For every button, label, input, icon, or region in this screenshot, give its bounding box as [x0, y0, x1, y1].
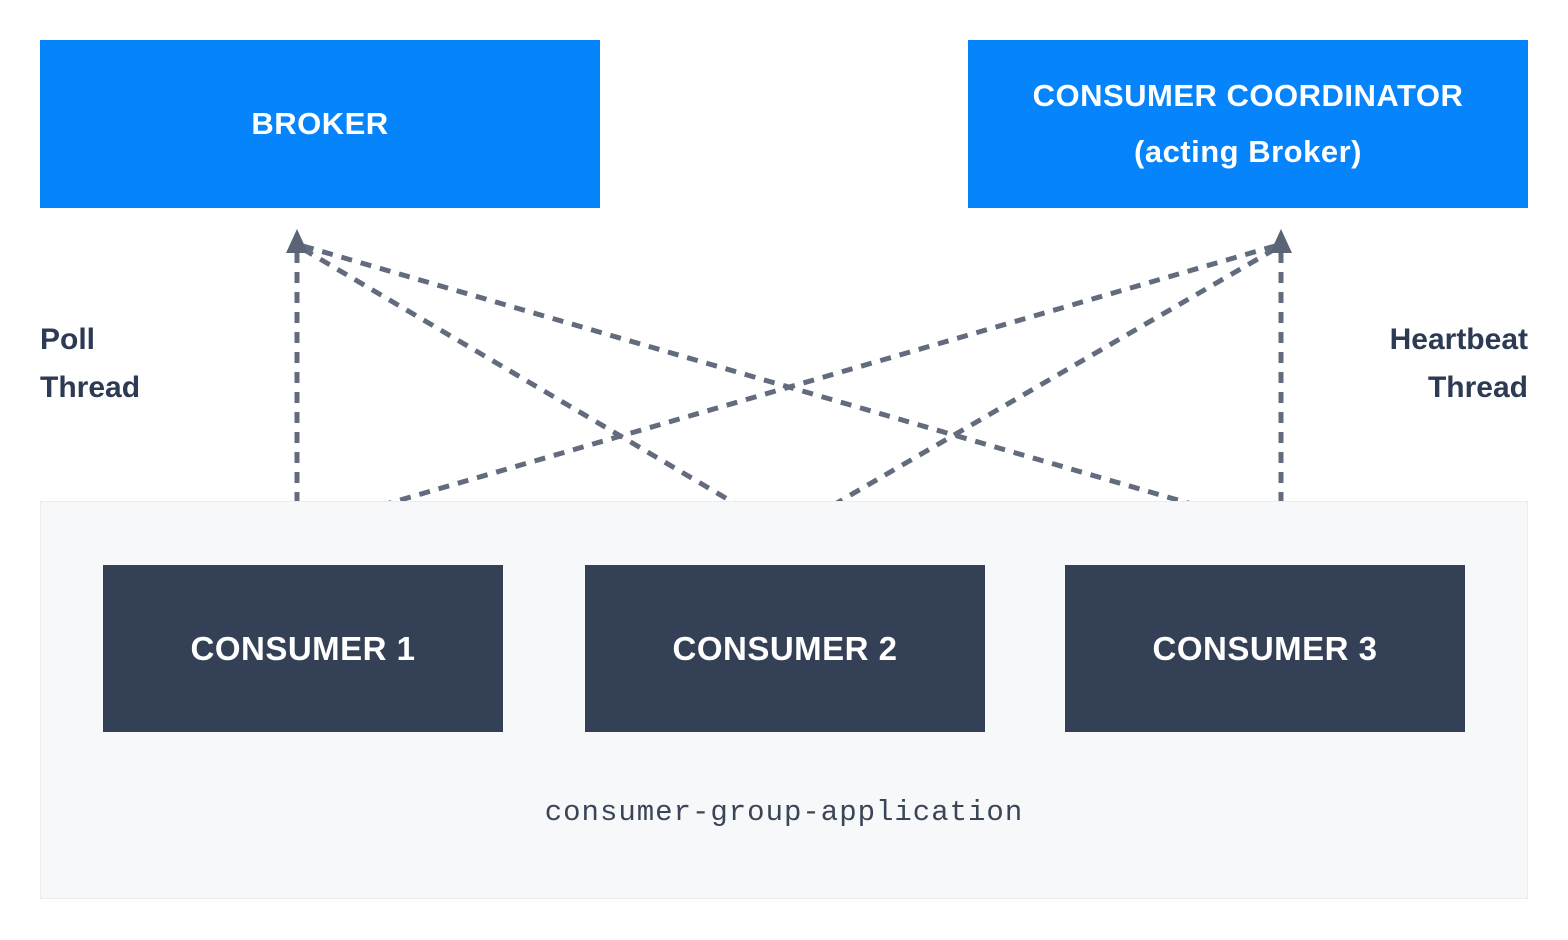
group-caption: consumer-group-application	[544, 796, 1024, 829]
heartbeat-thread-label-line1: Heartbeat	[1389, 323, 1528, 356]
heartbeat-line-consumer1	[296, 243, 1276, 533]
heartbeat-thread-label: Heartbeat Thread	[1390, 316, 1528, 412]
broker-box: BROKER	[40, 40, 600, 208]
coordinator-box: CONSUMER COORDINATOR (acting Broker)	[968, 40, 1528, 208]
consumer-1-label: CONSUMER 1	[190, 629, 416, 667]
heartbeat-thread-label-line2: Thread	[1427, 371, 1528, 404]
poll-thread-label-line2: Thread	[40, 371, 141, 404]
consumer-2-label: CONSUMER 2	[672, 629, 898, 667]
coordinator-label-line2: (acting Broker)	[1134, 134, 1362, 169]
broker-label: BROKER	[251, 106, 389, 141]
consumer-3-label: CONSUMER 3	[1152, 629, 1378, 667]
consumer-group-container: CONSUMER 1 CONSUMER 2 CONSUMER 3 consume…	[40, 501, 1528, 899]
coordinator-label-line1: CONSUMER COORDINATOR	[1032, 78, 1464, 113]
consumer-2-box: CONSUMER 2	[585, 565, 985, 732]
coordinator-arrowhead-icon	[1270, 229, 1292, 253]
broker-arrowhead-icon	[286, 229, 308, 253]
heartbeat-line-consumer2	[783, 246, 1277, 536]
poll-line-consumer2	[301, 246, 787, 536]
consumer-1-box: CONSUMER 1	[103, 565, 503, 732]
poll-thread-label-line1: Poll	[40, 323, 96, 356]
poll-line-consumer3	[302, 243, 1282, 533]
consumer-3-box: CONSUMER 3	[1065, 565, 1465, 732]
poll-thread-label: Poll Thread	[40, 316, 140, 412]
